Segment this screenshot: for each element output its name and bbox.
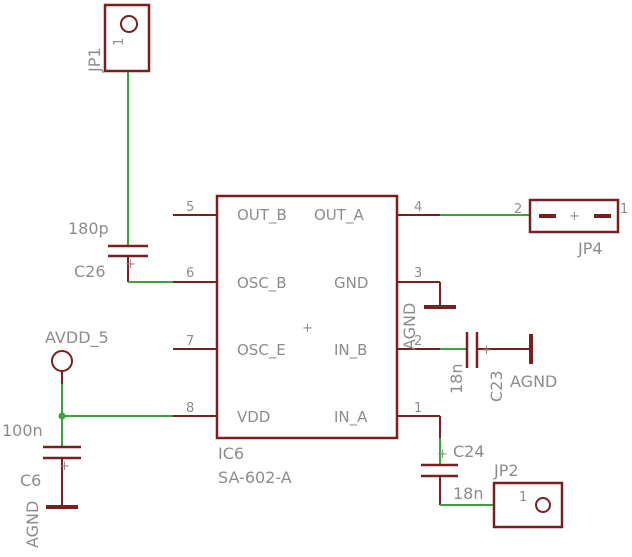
c6-capacitor[interactable] [43, 445, 81, 509]
c24-capacitor[interactable] [421, 416, 458, 505]
c23-capacitor[interactable] [465, 332, 533, 368]
jp1-pin-number: 1 [112, 38, 127, 46]
jp4-connector[interactable] [528, 198, 620, 234]
ic6-pin7-number: 7 [186, 334, 194, 349]
ic6-pin-8[interactable]: 8 VDD [173, 401, 270, 426]
ic6-value-label: SA-602-A [218, 468, 292, 487]
ic6-pin4-number: 4 [414, 200, 422, 215]
ic6-pin1-number: 1 [414, 401, 422, 416]
jp4-center-mark: + [569, 209, 580, 224]
c6-ref-label: C6 [20, 471, 41, 490]
ic6-pin6-number: 6 [186, 266, 194, 281]
c23-gnd-label: AGND [510, 372, 557, 391]
ic6-pin-3[interactable]: 3 GND [334, 266, 440, 292]
ic6-pin3-number: 3 [414, 266, 422, 281]
c24-ref-label: C24 [453, 442, 485, 461]
jp4-ref-label: JP4 [577, 239, 603, 258]
ic6-pin-5[interactable]: 5 OUT_B [173, 200, 287, 225]
c24-plus-mark: + [437, 447, 448, 462]
c23-plus-mark: + [481, 343, 492, 358]
c6-plus-mark: + [59, 459, 70, 474]
ic6-pin8-name: VDD [237, 408, 270, 426]
ic6-body[interactable] [215, 194, 399, 440]
net-junction [58, 412, 66, 420]
jp4-pin-right: 1 [620, 202, 628, 217]
jp1-ref-label: JP1 [85, 47, 104, 73]
c26-value-label: 180p [68, 219, 109, 238]
ic6-pin6-name: OSC_B [237, 274, 287, 293]
ic6-pin5-name: OUT_B [237, 206, 287, 225]
ic6-pin-2[interactable]: 2 IN_B [334, 334, 440, 360]
ic6-ref-label: IC6 [218, 444, 244, 463]
c26-capacitor[interactable] [108, 244, 148, 282]
jp2-pin-number: 1 [519, 490, 527, 505]
ic6-pin7-name: OSC_E [237, 341, 286, 360]
ic6-pin2-name: IN_B [334, 341, 367, 360]
c26-ref-label: C26 [74, 262, 106, 281]
c6-value-label: 100n [2, 421, 43, 440]
ic6-pin5-number: 5 [186, 200, 194, 215]
jp4-pin-left: 2 [514, 202, 522, 217]
ic6-pin8-number: 8 [186, 401, 194, 416]
c24-value-label: 18n [453, 484, 484, 503]
ic6-pin3-name: GND [334, 274, 368, 292]
jp2-ref-label: JP2 [493, 461, 519, 480]
c23-ref-label: C23 [487, 370, 506, 402]
ic6-pin2-number: 2 [414, 334, 422, 349]
ic6-pin-4[interactable]: 4 OUT_A [314, 200, 440, 225]
ic6-pin4-name: OUT_A [314, 206, 364, 225]
agnd-label-ic: AGND [400, 303, 419, 350]
ic6-pin-7[interactable]: 7 OSC_E [173, 334, 286, 360]
c23-value-label: 18n [447, 364, 466, 395]
ic6-pin1-name: IN_A [334, 408, 368, 427]
ic6-origin-mark: + [302, 321, 313, 336]
ic6-pin-1[interactable]: 1 IN_A [334, 401, 440, 427]
avdd-supply-symbol [51, 350, 73, 384]
jp2-connector[interactable] [492, 481, 564, 529]
agnd-symbol-ic [424, 282, 456, 309]
c26-plus-mark: + [125, 257, 136, 272]
jp1-connector[interactable] [103, 3, 151, 73]
c6-gnd-label: AGND [23, 501, 42, 548]
ic6-pin-6[interactable]: 6 OSC_B [173, 266, 287, 293]
avdd-label: AVDD_5 [45, 328, 109, 348]
